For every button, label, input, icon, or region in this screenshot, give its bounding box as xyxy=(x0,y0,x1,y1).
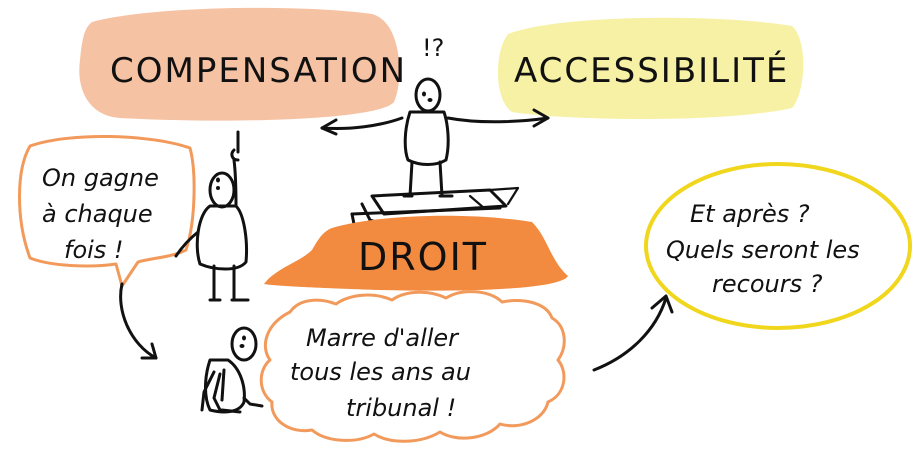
arrow-icon xyxy=(320,108,550,136)
accessibilite-label: ACCESSIBILITÉ xyxy=(497,17,804,119)
figure-pointing xyxy=(174,130,250,302)
cloud-line-2: tous les ans au xyxy=(290,358,471,386)
left-speech-line-2: à chaque xyxy=(42,200,153,228)
arrow-icon xyxy=(592,294,674,372)
cloud-bubble: Marre d'aller tous les ans au tribunal ! xyxy=(259,290,566,443)
compensation-blob xyxy=(79,7,400,121)
cloud-line-3: tribunal ! xyxy=(346,394,456,422)
compensation-text: COMPENSATION xyxy=(110,51,407,91)
figure-sitting xyxy=(200,326,264,414)
right-ellipse-line-3: recours ? xyxy=(712,270,823,298)
arrow-icon xyxy=(119,282,158,360)
accessibilite-blob xyxy=(497,17,804,119)
right-ellipse-line-1: Et après ? xyxy=(690,200,810,228)
left-speech-line-1: On gagne xyxy=(42,164,159,192)
question-marks-text: !? xyxy=(422,34,444,62)
accessibilite-text: ACCESSIBILITÉ xyxy=(514,50,789,91)
left-speech-line-3: fois ! xyxy=(64,236,124,264)
left-speech-bubble: On gagne à chaque fois ! xyxy=(18,134,196,288)
droit-text: DROIT xyxy=(358,235,488,279)
cloud-line-1: Marre d'aller xyxy=(306,324,460,352)
droit-blob xyxy=(264,215,568,291)
right-ellipse-bubble: Et après ? Quels seront les recours ? xyxy=(644,162,912,330)
droit-platform: DROIT xyxy=(264,215,568,291)
figure-standing-on-books xyxy=(402,77,454,198)
compensation-label: COMPENSATION xyxy=(79,7,407,121)
right-ellipse-line-2: Quels seront les xyxy=(666,236,860,264)
